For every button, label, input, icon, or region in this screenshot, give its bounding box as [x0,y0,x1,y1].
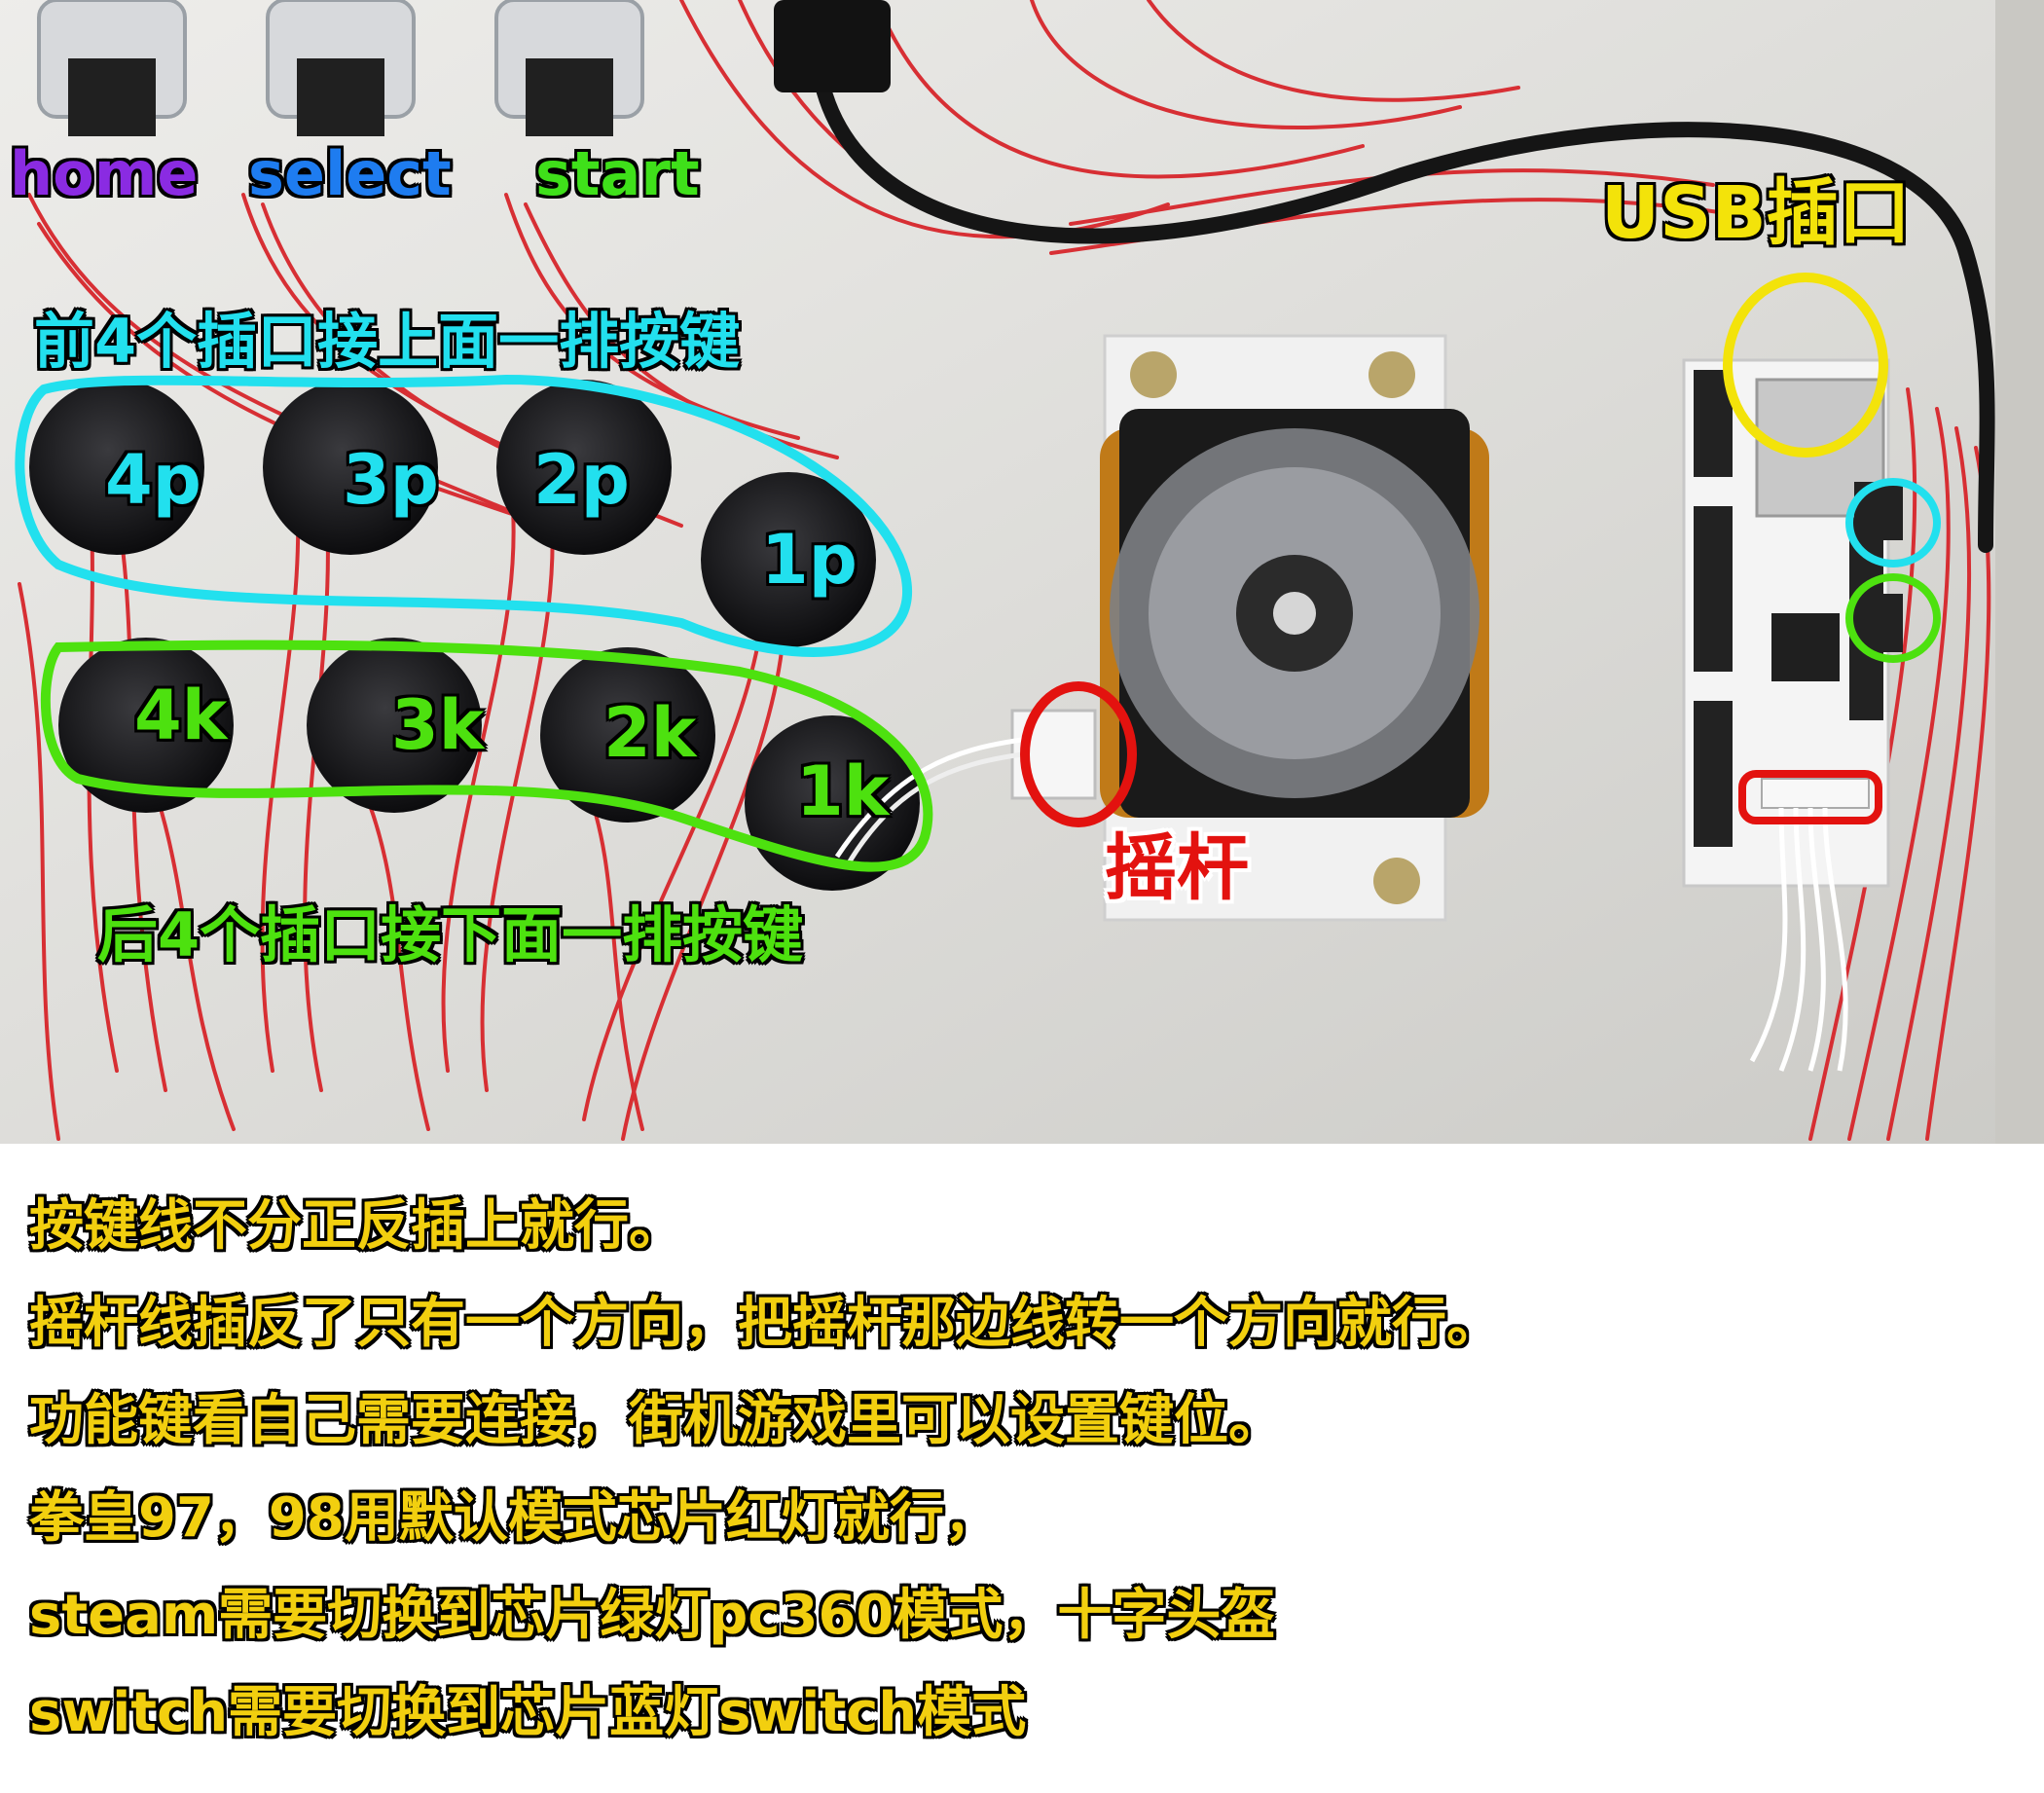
instruction-notes: 按键线不分正反插上就行。 摇杆线插反了只有一个方向，把摇杆那边线转一个方向就行。… [29,1178,2025,1762]
button-label-2p: 2p [533,440,630,520]
note-line: steam需要切换到芯片绿灯pc360模式，十字头盔 [29,1584,1276,1647]
button-label-2k: 2k [603,693,697,773]
button-label-1p: 1p [761,520,858,600]
home-label: home [10,138,199,209]
button-label-3p: 3p [343,440,439,520]
button-label-1k: 1k [796,751,890,831]
button-label-3k: 3k [391,685,485,765]
button-label-4k: 4k [134,676,228,755]
joystick-label: 摇杆 [1105,826,1249,910]
select-label: select [248,138,452,209]
note-line: 功能键看自己需要连接，街机游戏里可以设置键位。 [29,1389,1283,1452]
wiring-photo: home select start 前4个插口接上面一排按键 后4个插口接下面一… [0,0,2044,1144]
button-label-4p: 4p [105,440,201,520]
note-line: 按键线不分正反插上就行。 [29,1194,683,1258]
usb-port-label: USB插口 [1601,171,1911,255]
note-line: 摇杆线插反了只有一个方向，把摇杆那边线转一个方向就行。 [29,1292,1501,1355]
bottom-row-caption: 后4个插口接下面一排按键 [97,899,804,970]
start-label: start [535,138,700,209]
top-row-caption: 前4个插口接上面一排按键 [34,306,741,377]
note-line: 拳皇97，98用默认模式芯片红灯就行， [29,1486,999,1550]
note-line: switch需要切换到芯片蓝灯switch模式 [29,1681,1027,1744]
